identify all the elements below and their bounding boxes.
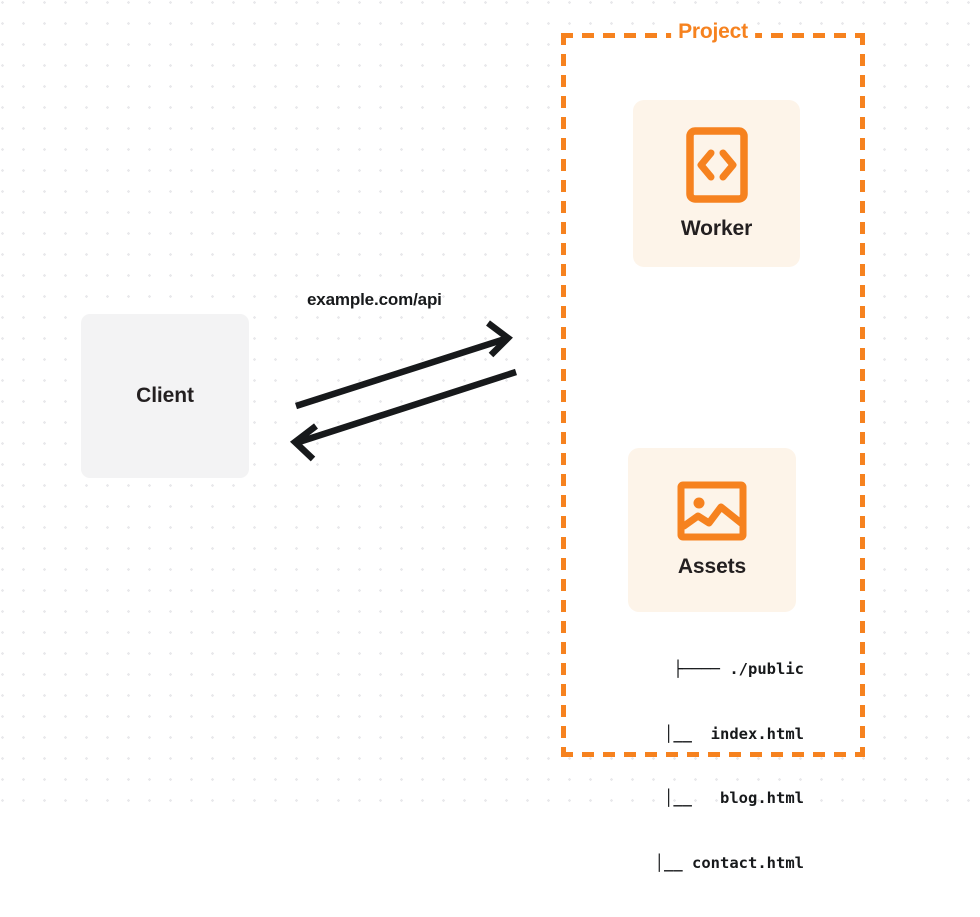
- outbound-arrow-head: [486, 320, 513, 358]
- file-tree-row: │__ contact.html: [636, 853, 804, 872]
- project-border-left: [561, 33, 566, 757]
- client-node[interactable]: Client: [81, 314, 249, 478]
- worker-card[interactable]: Worker: [633, 100, 800, 267]
- assets-card[interactable]: Assets: [628, 448, 796, 612]
- inbound-arrow-line: [298, 368, 517, 446]
- file-tree-row: │__ blog.html: [645, 789, 804, 807]
- asset-file-tree: ├──── ./public │__ index.html │__ blog.h…: [608, 616, 804, 917]
- exchange-arrows: [289, 320, 517, 462]
- file-tree-row: │__ index.html: [645, 724, 804, 743]
- outbound-arrow-line: [295, 335, 506, 410]
- project-title: Project: [671, 20, 755, 44]
- diagram-canvas: Client example.com/api Project Wo: [0, 0, 980, 872]
- project-border-bottom: [561, 752, 865, 757]
- assets-label: Assets: [677, 555, 747, 578]
- file-tree-row: ├──── ./public: [673, 660, 804, 678]
- inbound-arrow-head: [289, 423, 318, 462]
- code-brackets-icon: [685, 126, 748, 203]
- client-label: Client: [136, 384, 194, 407]
- image-picture-icon: [677, 481, 747, 541]
- request-url-label: example.com/api: [307, 290, 442, 309]
- project-border-right: [860, 33, 865, 757]
- worker-label: Worker: [680, 216, 753, 240]
